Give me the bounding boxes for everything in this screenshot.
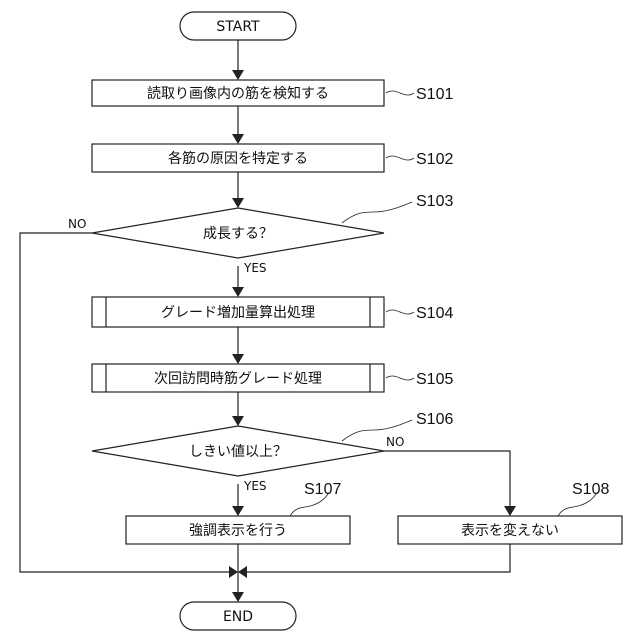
leader-s104: [386, 310, 414, 314]
arrowhead-merge-right: [238, 566, 247, 578]
arrowhead-s108: [504, 506, 516, 516]
step-id-s103: S103: [416, 193, 453, 210]
step-id-s104: S104: [416, 305, 453, 322]
decision-s106: しきい値以上？: [92, 426, 384, 476]
branch-label-s103-no: NO: [68, 217, 86, 231]
process-s102: 各筋の原因を特定する: [92, 144, 384, 172]
subroutine-s104-label: グレード増加量算出処理: [161, 305, 315, 321]
branch-label-s103-yes: YES: [243, 261, 267, 275]
process-s107-label: 強調表示を行う: [189, 523, 287, 539]
leader-s101: [386, 91, 414, 95]
process-s107: 強調表示を行う: [126, 516, 350, 544]
arrowhead-s105: [232, 354, 244, 364]
step-id-s107: S107: [304, 481, 341, 498]
end-terminal: END: [180, 602, 296, 630]
branch-label-s106-yes: YES: [243, 479, 267, 493]
step-id-s101: S101: [416, 86, 453, 103]
arrowhead-end: [232, 592, 244, 602]
subroutine-s105: 次回訪問時筋グレード処理: [92, 364, 384, 392]
arrowhead-s101: [232, 70, 244, 80]
subroutine-s105-label: 次回訪問時筋グレード処理: [154, 370, 322, 387]
process-s108-label: 表示を変えない: [461, 522, 559, 539]
process-s102-label: 各筋の原因を特定する: [168, 150, 308, 167]
process-s108: 表示を変えない: [398, 516, 622, 544]
process-s101: 読取り画像内の筋を検知する: [92, 80, 384, 106]
decision-s103-label: 成長する？: [203, 226, 273, 242]
arrowhead-s102: [232, 134, 244, 144]
connector-s108-merge: [247, 544, 510, 572]
arrowhead-s107: [232, 506, 244, 516]
leader-s103: [342, 202, 412, 223]
arrowhead-s104: [232, 287, 244, 297]
leader-s102: [386, 156, 414, 160]
step-id-s108: S108: [572, 481, 609, 498]
process-s101-label: 読取り画像内の筋を検知する: [147, 85, 329, 102]
start-label: START: [216, 19, 260, 35]
arrowhead-s103: [232, 198, 244, 208]
step-id-s102: S102: [416, 151, 453, 168]
subroutine-s104: グレード増加量算出処理: [92, 297, 384, 327]
connector-s106-no: [384, 451, 510, 508]
decision-s106-label: しきい値以上？: [189, 444, 287, 460]
start-terminal: START: [180, 12, 296, 40]
leader-s105: [386, 376, 414, 380]
step-id-s106: S106: [416, 411, 453, 428]
decision-s103: 成長する？: [92, 208, 384, 258]
branch-label-s106-no: NO: [386, 435, 404, 449]
end-label: END: [223, 609, 253, 625]
arrowhead-s106: [232, 416, 244, 426]
arrowhead-merge-left: [229, 566, 238, 578]
step-id-s105: S105: [416, 371, 453, 388]
